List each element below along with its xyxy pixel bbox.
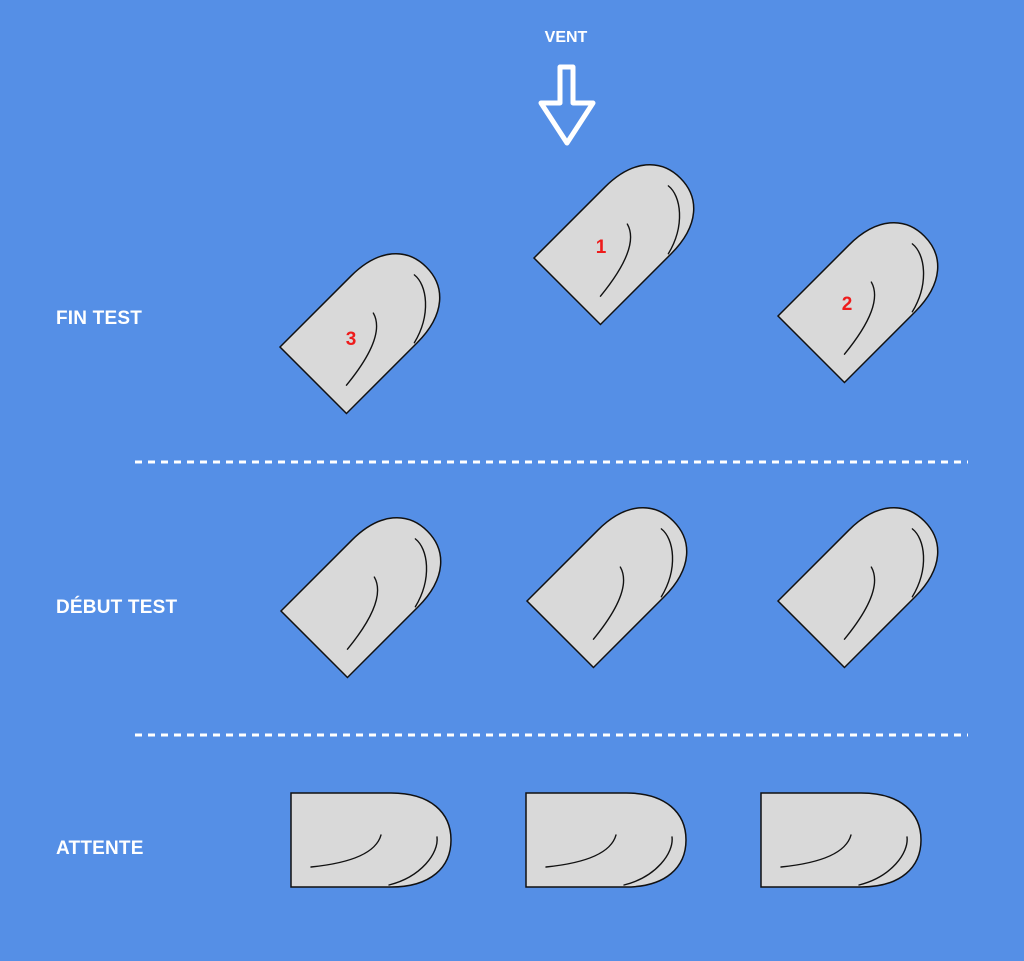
row-debut-test-shapes [280, 487, 959, 679]
order-number-1: 1 [596, 237, 607, 258]
row-label-attente: ATTENTE [56, 838, 144, 859]
order-number-3: 3 [346, 329, 357, 350]
wind-label: VENT [544, 29, 588, 46]
shape-attente-1 [290, 792, 452, 888]
row-label-fin-test: FIN TEST [56, 308, 143, 329]
shape-attente-3 [760, 792, 922, 888]
shape-fin-test-3 [279, 233, 461, 415]
row-fin-test-shapes: 3 1 2 [279, 144, 959, 415]
wind-arrow-icon [538, 64, 596, 146]
shape-fin-test-2 [777, 202, 959, 384]
shape-debut-test-1 [280, 497, 462, 679]
order-number-2: 2 [842, 294, 853, 315]
row-attente-shapes [290, 792, 922, 888]
row-label-debut-test: DÉBUT TEST [56, 597, 178, 618]
shape-attente-2 [525, 792, 687, 888]
shape-debut-test-3 [777, 487, 959, 669]
shape-fin-test-1 [533, 144, 715, 326]
shape-debut-test-2 [526, 487, 708, 669]
